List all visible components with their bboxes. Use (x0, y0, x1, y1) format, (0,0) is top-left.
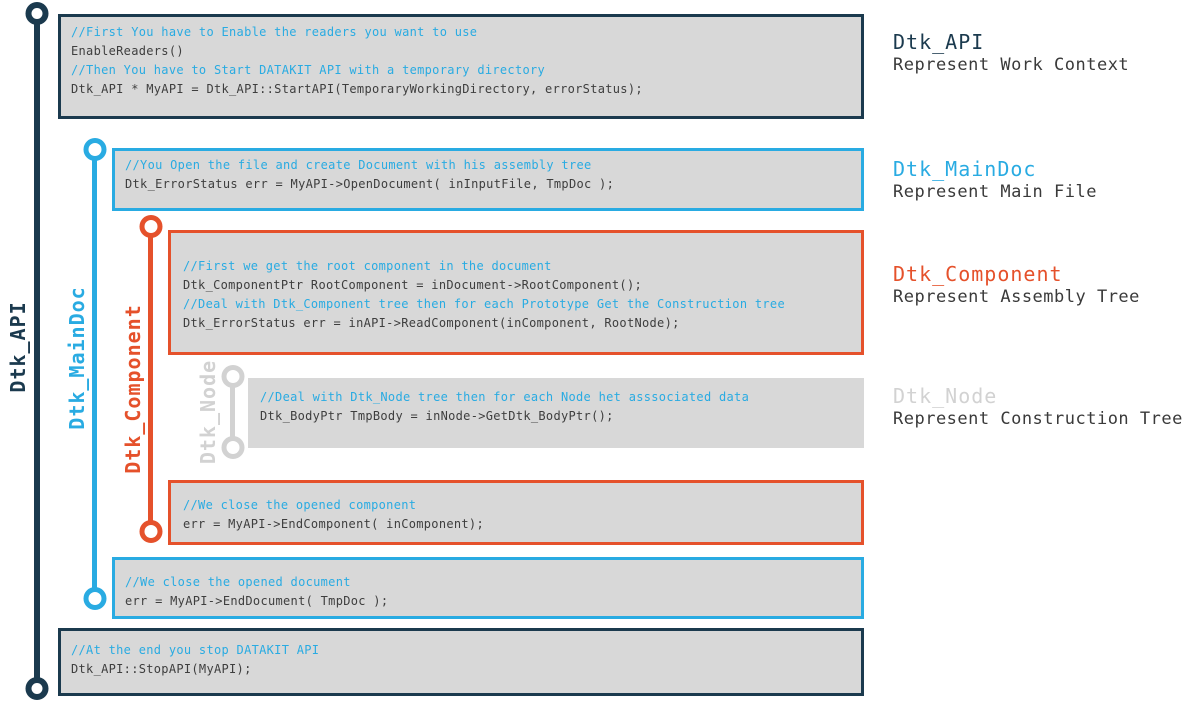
circle-endpoint-icon (221, 365, 244, 388)
legend-item-dtk-api: Dtk_API Represent Work Context (893, 30, 1129, 76)
legend-subtitle: Represent Assembly Tree (893, 287, 1140, 307)
comment-line: //We close the opened component (183, 498, 417, 512)
circle-endpoint-icon (25, 677, 49, 700)
scope-rail-dtk-maindoc (83, 138, 106, 610)
legend-subtitle: Represent Work Context (893, 55, 1130, 75)
code-block-start-api: //First You have to Enable the readers y… (58, 14, 864, 119)
rail-label-dtk-component: Dtk_Component (121, 304, 145, 474)
scope-rail-dtk-component (139, 215, 162, 543)
comment-line: //We close the opened document (125, 575, 351, 589)
circle-endpoint-icon (139, 215, 162, 238)
comment-line: //Then You have to Start DATAKIT API wit… (71, 63, 546, 77)
code-block-open-document: //You Open the file and create Document … (112, 148, 864, 211)
code-block-end-document: //We close the opened document err = MyA… (112, 557, 864, 619)
circle-endpoint-icon (83, 587, 106, 610)
legend-item-dtk-component: Dtk_Component Represent Assembly Tree (893, 262, 1140, 308)
circle-endpoint-icon (221, 436, 244, 459)
rail-line (92, 150, 97, 598)
code-line: Dtk_BodyPtr TmpBody = inNode->GetDtk_Bod… (260, 409, 614, 423)
comment-line: //First You have to Enable the readers y… (71, 25, 478, 39)
legend-item-dtk-maindoc: Dtk_MainDoc Represent Main File (893, 157, 1097, 203)
rail-label-dtk-node: Dtk_Node (196, 359, 220, 465)
legend-subtitle: Represent Construction Tree (893, 409, 1183, 429)
rail-line (230, 377, 235, 447)
code-line: Dtk_API::StopAPI(MyAPI); (71, 662, 252, 676)
rail-label-dtk-api: Dtk_API (6, 301, 30, 393)
legend-title: Dtk_MainDoc (893, 157, 1037, 181)
code-block-stop-api: //At the end you stop DATAKIT API Dtk_AP… (58, 628, 864, 696)
comment-line: //Deal with Dtk_Node tree then for each … (260, 390, 750, 404)
code-line: EnableReaders() (71, 44, 184, 58)
rail-line (148, 227, 153, 531)
code-line: Dtk_ErrorStatus err = inAPI->ReadCompone… (183, 316, 680, 330)
code-line: err = MyAPI->EndDocument( TmpDoc ); (125, 594, 389, 608)
circle-endpoint-icon (25, 2, 49, 25)
legend-title: Dtk_Node (893, 384, 998, 408)
comment-line: //At the end you stop DATAKIT API (71, 643, 320, 657)
code-block-end-component: //We close the opened component err = My… (168, 480, 864, 545)
code-block-read-component: //First we get the root component in the… (168, 230, 864, 355)
scope-rail-dtk-node (221, 365, 244, 459)
scope-rail-dtk-api (25, 2, 49, 700)
code-line: err = MyAPI->EndComponent( inComponent); (183, 517, 484, 531)
legend-item-dtk-node: Dtk_Node Represent Construction Tree (893, 384, 1183, 430)
legend-title: Dtk_Component (893, 262, 1063, 286)
legend-subtitle: Represent Main File (893, 182, 1097, 202)
legend-title: Dtk_API (893, 30, 985, 54)
rail-label-dtk-maindoc: Dtk_MainDoc (65, 286, 89, 430)
code-line: Dtk_ComponentPtr RootComponent = inDocum… (183, 278, 643, 292)
circle-endpoint-icon (83, 138, 106, 161)
code-line: Dtk_API * MyAPI = Dtk_API::StartAPI(Temp… (71, 82, 643, 96)
comment-line: //First we get the root component in the… (183, 259, 552, 273)
comment-line: //You Open the file and create Document … (125, 158, 592, 172)
code-block-node-data: //Deal with Dtk_Node tree then for each … (248, 378, 864, 448)
comment-line: //Deal with Dtk_Component tree then for … (183, 297, 785, 311)
rail-line (34, 14, 40, 688)
code-line: Dtk_ErrorStatus err = MyAPI->OpenDocumen… (125, 177, 615, 191)
circle-endpoint-icon (139, 520, 162, 543)
